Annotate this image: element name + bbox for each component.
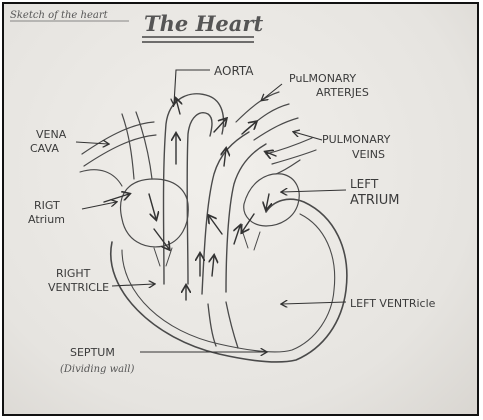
label-left-atrium-line2: ATRIUM <box>350 193 399 208</box>
left-atrium-pointer <box>282 190 346 192</box>
flow-arrow <box>212 256 214 276</box>
label-pulmonary-veins-line1: PULMONARY <box>322 133 391 146</box>
pulmonary-arteries <box>236 92 298 140</box>
valve-flaps <box>154 230 260 266</box>
label-septum-line1: SEPTUM <box>70 346 115 359</box>
vena-cava-upper <box>82 122 156 166</box>
label-left-ventricle: LEFT VENTRicle <box>350 297 436 310</box>
heart-diagram: Sketch of the heart The Heart <box>4 4 479 416</box>
flow-arrow <box>214 119 226 132</box>
vena-cava-pointer <box>76 142 108 144</box>
label-right-ventricle-line2: VENTRICLE <box>48 281 109 294</box>
sketch-caption: Sketch of the heart <box>10 10 109 21</box>
image-frame: Sketch of the heart The Heart <box>2 2 479 416</box>
label-septum-line2: (Dividing wall) <box>60 364 135 375</box>
label-aorta: AORTA <box>214 64 254 78</box>
left-ventricle-pointer <box>282 302 346 304</box>
flow-arrow <box>176 99 180 114</box>
label-pulmonary-arteries-line2: ARTERJES <box>316 86 369 99</box>
label-pulmonary-veins-line2: VEINS <box>352 148 385 161</box>
pulmonary-trunk <box>202 132 266 294</box>
flow-arrow <box>266 194 269 209</box>
aorta-vessel <box>164 94 224 284</box>
label-left-atrium-line1: LEFT <box>350 177 379 191</box>
label-vena-cava-line1: VENA <box>36 128 67 141</box>
label-right-ventricle-line1: RIGHT <box>56 267 91 280</box>
vena-cava-lower <box>80 170 122 186</box>
septum-wall <box>208 302 238 348</box>
flow-arrow <box>224 149 226 166</box>
pulmonary-veins <box>266 138 316 174</box>
label-vena-cava-line2: CAVA <box>30 142 59 155</box>
vena-cava-vessel <box>122 112 152 179</box>
flow-arrow <box>234 226 240 244</box>
right-atrium-pointer <box>82 202 116 209</box>
flow-arrow <box>149 194 156 219</box>
heart-inner-outline <box>122 214 335 352</box>
flow-arrow <box>209 216 222 234</box>
page-title: The Heart <box>144 11 263 36</box>
blood-flow-arrows <box>104 99 276 300</box>
flow-arrow <box>242 214 254 232</box>
label-pulmonary-arteries-line1: PuLMONARY <box>289 72 356 85</box>
label-pointers <box>76 70 346 352</box>
label-right-atrium-line2: Atrium <box>28 213 65 226</box>
label-right-atrium-line1: RIGT <box>34 199 60 212</box>
pulmonary-veins-pointer <box>294 132 322 140</box>
flow-arrow <box>104 194 129 202</box>
